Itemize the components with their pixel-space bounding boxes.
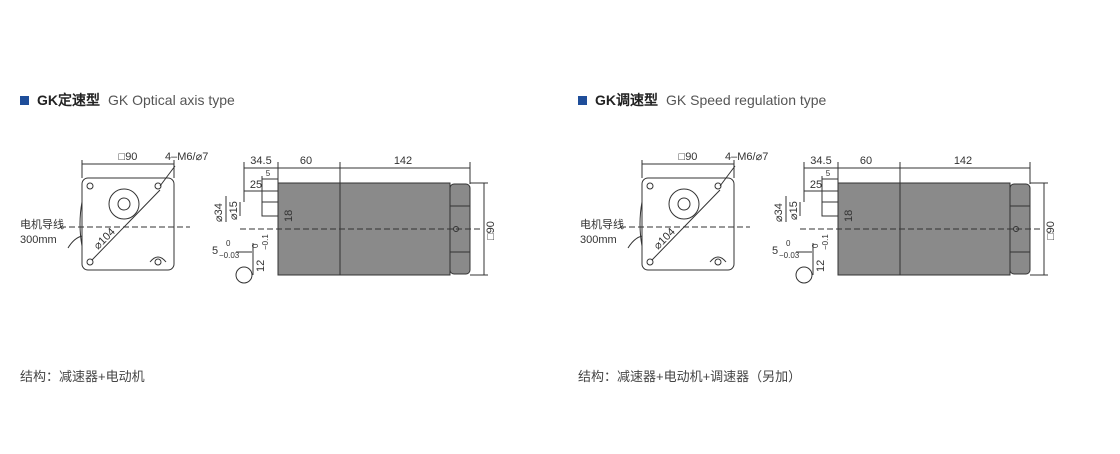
bolt-leader — [159, 165, 176, 187]
bolt-leader — [719, 165, 736, 187]
label-d15: ⌀15 — [788, 201, 800, 220]
label-l25: 25 — [810, 179, 822, 191]
label-key-h-dn: −0.1 — [821, 234, 830, 250]
label-lead-len: 300mm — [20, 234, 57, 246]
label-l345: 34.5 — [810, 155, 831, 167]
section-fixed-speed: GK定速型 GK Optical axis type — [20, 90, 497, 384]
label-key-h-up: 0 — [811, 243, 820, 248]
key-section-circle — [235, 266, 253, 284]
face-bottom-notch — [709, 256, 727, 263]
label-face-width: □90 — [679, 151, 698, 163]
label-key-h-up: 0 — [251, 243, 260, 248]
heading-cn: GK定速型 — [37, 92, 100, 108]
section-speed-regulation: GK调速型 GK Speed regulation type — [560, 0, 1120, 454]
section-heading: GK定速型 GK Optical axis type — [20, 90, 235, 110]
label-pcd: ⌀104 — [652, 226, 678, 252]
label-d15: ⌀15 — [228, 201, 240, 220]
motor-drawing: □90 4–M6/⌀7 电机导线 300mm ⌀104 34.5 60 142 … — [580, 151, 1057, 284]
label-l25: 25 — [250, 179, 262, 191]
label-key-h: 12 — [255, 260, 267, 272]
face-side-curve — [79, 201, 83, 247]
heading-cn: GK调速型 — [595, 92, 658, 108]
label-bolt: 4–M6/⌀7 — [725, 151, 768, 163]
label-lead-len: 300mm — [580, 234, 617, 246]
structure-caption: 结构：减速器+电动机+调速器（另加） — [578, 369, 802, 384]
label-l142: 142 — [394, 155, 412, 167]
bolt-hole-bl — [646, 258, 654, 266]
key-section-circle — [795, 266, 813, 284]
structure-caption: 结构：减速器+电动机 — [20, 369, 145, 384]
shaft-boss — [108, 188, 140, 220]
label-l18: 18 — [843, 210, 855, 222]
label-key-h: 12 — [815, 260, 827, 272]
shaft — [821, 201, 839, 217]
front-face-outline — [81, 177, 175, 271]
shaft-boss — [668, 188, 700, 220]
lead-wire — [627, 235, 643, 249]
label-face-width: □90 — [119, 151, 138, 163]
face-side-curve — [639, 201, 643, 247]
front-face-outline — [641, 177, 735, 271]
label-lead-cn: 电机导线 — [20, 217, 64, 231]
label-body-height: □90 — [485, 221, 497, 240]
bullet-square-icon — [20, 95, 29, 105]
label-pcd: ⌀104 — [92, 226, 118, 252]
label-l18: 18 — [283, 210, 295, 222]
label-d34: ⌀34 — [213, 203, 225, 222]
bolt-hole-br — [714, 258, 722, 266]
label-key-h-dn: −0.1 — [261, 234, 270, 250]
bullet-square-icon — [578, 95, 587, 105]
heading-en: GK Optical axis type — [108, 92, 235, 108]
shaft-end — [117, 197, 131, 211]
label-body-height: □90 — [1045, 221, 1057, 240]
label-lead-cn: 电机导线 — [580, 217, 624, 231]
label-key-tol-up: 0 — [226, 239, 231, 248]
motor-drawing: □90 4–M6/⌀7 电机导线 300mm ⌀104 34.5 60 142 … — [20, 151, 497, 284]
pcd-line — [91, 189, 161, 261]
bolt-hole-br — [154, 258, 162, 266]
bolt-hole-tr — [154, 182, 162, 190]
label-key: 5 — [212, 245, 218, 257]
label-key-tol-dn: −0.03 — [219, 251, 240, 260]
label-key-tol-dn: −0.03 — [779, 251, 800, 260]
shaft-end — [677, 197, 691, 211]
bolt-hole-tl — [646, 182, 654, 190]
heading-en: GK Speed regulation type — [666, 92, 827, 108]
face-bottom-notch — [149, 256, 167, 263]
shaft — [261, 201, 279, 217]
label-l60: 60 — [300, 155, 312, 167]
label-l5: 5 — [826, 169, 831, 178]
label-d34: ⌀34 — [773, 203, 785, 222]
section-heading: GK调速型 GK Speed regulation type — [578, 90, 826, 110]
lead-wire — [67, 235, 83, 249]
label-l5: 5 — [266, 169, 271, 178]
label-l345: 34.5 — [250, 155, 271, 167]
label-l60: 60 — [860, 155, 872, 167]
bolt-hole-bl — [86, 258, 94, 266]
label-l142: 142 — [954, 155, 972, 167]
bolt-hole-tl — [86, 182, 94, 190]
pcd-line — [651, 189, 721, 261]
bolt-hole-tr — [714, 182, 722, 190]
label-bolt: 4–M6/⌀7 — [165, 151, 208, 163]
label-key: 5 — [772, 245, 778, 257]
label-key-tol-up: 0 — [786, 239, 791, 248]
